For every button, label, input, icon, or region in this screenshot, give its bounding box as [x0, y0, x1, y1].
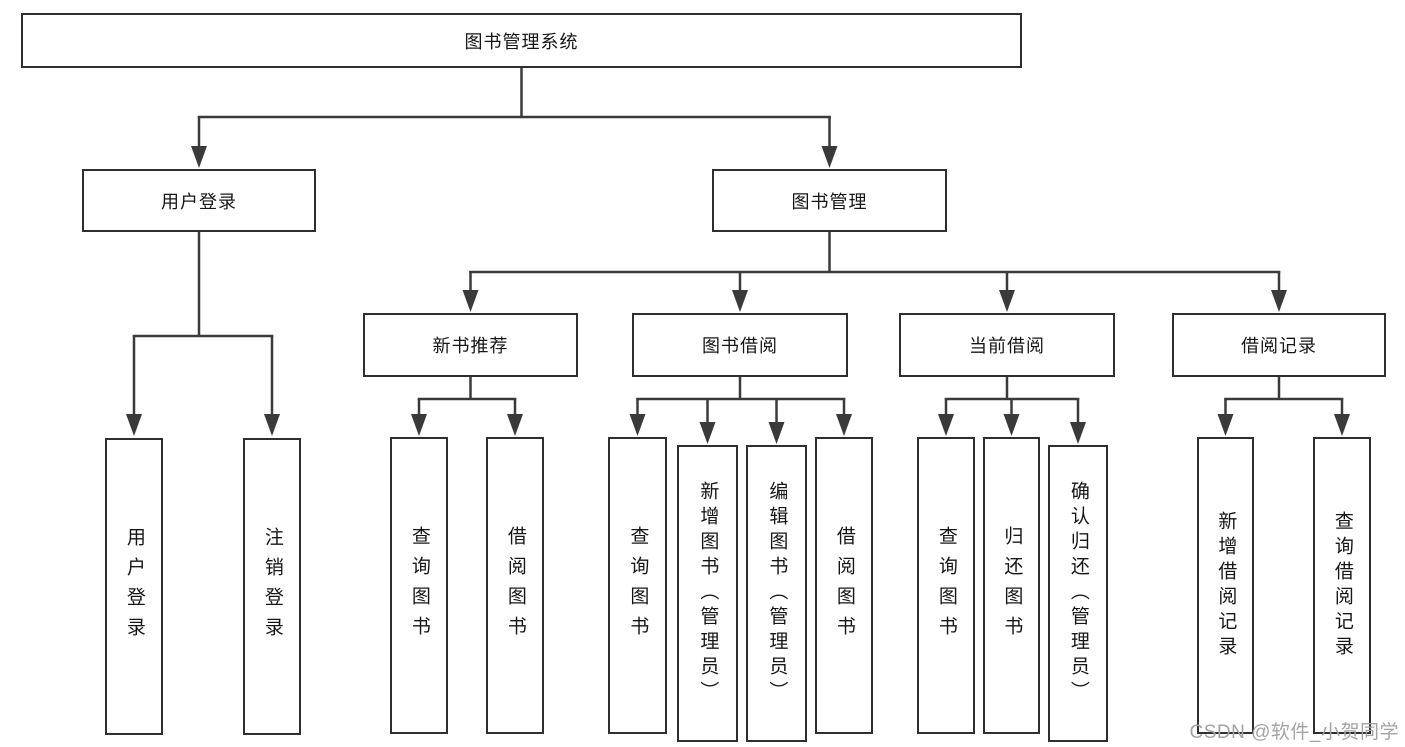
leaf-borrow-book-1: 借阅图书 — [486, 437, 544, 734]
node-root: 图书管理系统 — [21, 13, 1022, 68]
leaf-query-book-3-label: 查询图书 — [935, 525, 957, 646]
leaf-query-book-2-label: 查询图书 — [627, 525, 649, 646]
node-user-login-label: 用户登录 — [161, 191, 237, 212]
arrowhead — [1334, 414, 1350, 436]
arrowhead — [836, 414, 852, 436]
leaf-borrow-book-2: 借阅图书 — [815, 437, 873, 734]
leaf-add-book-admin-label: 新增图书（管理员） — [697, 481, 719, 706]
leaf-query-borrow-record-label: 查询借阅记录 — [1331, 510, 1353, 661]
connector-book-mgmt-children — [469, 232, 1281, 306]
arrowhead — [191, 146, 207, 168]
leaf-edit-book-admin-label: 编辑图书（管理员） — [766, 481, 788, 706]
leaf-query-book-3: 查询图书 — [917, 437, 975, 734]
node-borrow-history-label: 借阅记录 — [1241, 336, 1317, 356]
leaf-query-book-1: 查询图书 — [390, 437, 448, 734]
arrowhead — [938, 414, 954, 436]
node-borrow-history: 借阅记录 — [1172, 313, 1386, 377]
arrowhead — [821, 146, 838, 168]
watermark: CSDN @软件_小贺同学 — [1189, 722, 1399, 743]
connector-user-login-children — [132, 232, 274, 430]
leaf-borrow-book-2-label: 借阅图书 — [833, 525, 855, 646]
leaf-logout: 注销登录 — [243, 438, 301, 735]
leaf-query-borrow-record: 查询借阅记录 — [1313, 437, 1371, 734]
connector-book-borrow-children — [636, 377, 846, 438]
arrowhead — [768, 422, 785, 444]
leaf-confirm-return-admin: 确认归还（管理员） — [1048, 445, 1108, 742]
arrowhead — [1003, 414, 1020, 436]
arrowhead — [1271, 290, 1287, 312]
arrowhead — [1217, 414, 1234, 436]
leaf-return-book-label: 归还图书 — [1001, 525, 1023, 646]
leaf-add-book-admin: 新增图书（管理员） — [677, 445, 738, 742]
arrowhead — [699, 422, 716, 444]
arrowhead — [1070, 422, 1086, 444]
leaf-borrow-book-1-label: 借阅图书 — [504, 525, 526, 646]
node-book-borrow: 图书借阅 — [632, 313, 848, 377]
leaf-query-book-1-label: 查询图书 — [408, 525, 430, 646]
node-book-management-label: 图书管理 — [791, 191, 868, 212]
node-new-book-recommend: 新书推荐 — [363, 313, 578, 377]
leaf-confirm-return-admin-label: 确认归还（管理员） — [1067, 481, 1089, 706]
arrowhead — [732, 290, 748, 312]
leaf-logout-label: 注销登录 — [261, 526, 283, 647]
node-book-management: 图书管理 — [712, 169, 947, 232]
node-root-label: 图书管理系统 — [464, 31, 579, 52]
connector-root-to-level2 — [197, 68, 831, 160]
arrowhead — [999, 290, 1015, 312]
arrowhead — [411, 414, 427, 436]
arrowhead — [507, 414, 523, 436]
connector-borrow-history-children — [1224, 377, 1344, 430]
node-book-borrow-label: 图书借阅 — [702, 336, 778, 356]
leaf-user-login-label: 用户登录 — [123, 526, 145, 647]
leaf-edit-book-admin: 编辑图书（管理员） — [746, 445, 807, 742]
node-new-book-recommend-label: 新书推荐 — [432, 336, 509, 356]
leaf-query-book-2: 查询图书 — [608, 437, 667, 734]
leaf-add-borrow-record-label: 新增借阅记录 — [1215, 510, 1237, 661]
connector-new-book-rec-children — [417, 377, 517, 430]
leaf-add-borrow-record: 新增借阅记录 — [1197, 437, 1254, 734]
leaf-user-login: 用户登录 — [105, 438, 163, 735]
arrowhead — [462, 290, 479, 312]
node-current-borrow-label: 当前借阅 — [969, 336, 1045, 356]
node-current-borrow: 当前借阅 — [899, 313, 1115, 377]
arrowheads — [126, 146, 1350, 444]
arrowhead — [629, 414, 646, 436]
node-user-login: 用户登录 — [82, 169, 316, 232]
arrowhead — [264, 414, 280, 436]
leaf-return-book: 归还图书 — [983, 437, 1040, 734]
arrowhead — [126, 414, 142, 436]
